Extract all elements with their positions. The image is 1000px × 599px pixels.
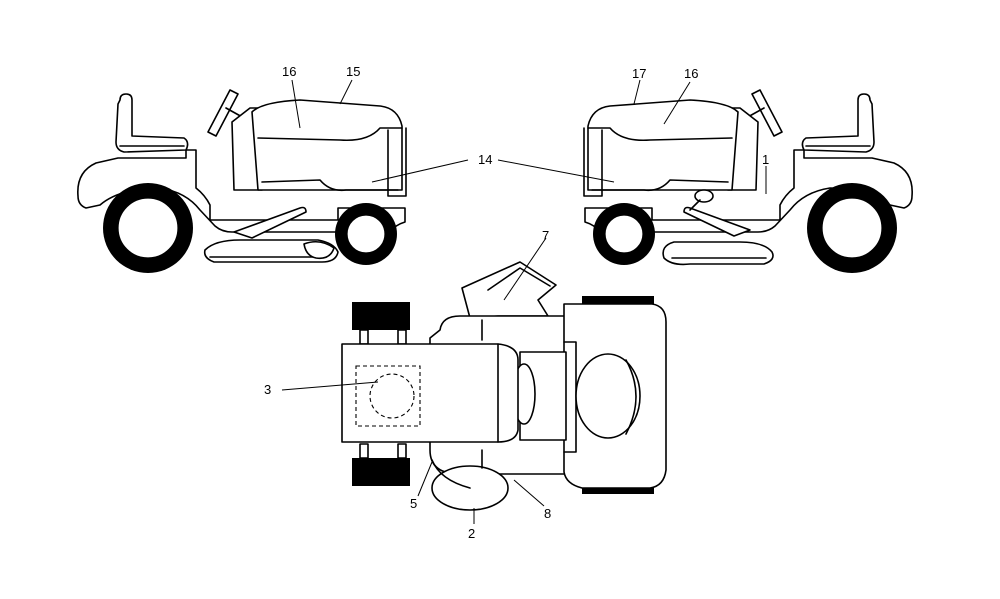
rear-fender-top — [341, 343, 519, 443]
callout-2: 2 — [468, 526, 475, 541]
callout-7: 7 — [542, 228, 549, 243]
tractor-top-view — [341, 261, 667, 511]
tractor-left-side-view — [77, 89, 407, 273]
front-wheel-right — [593, 203, 655, 265]
callout-3: 3 — [264, 382, 271, 397]
leader-lines — [281, 79, 767, 524]
rear-wheel-left — [103, 183, 193, 273]
decal-area-dashed — [355, 365, 421, 427]
callout-17-right: 17 — [632, 66, 646, 81]
callout-labels: 16 15 17 16 14 1 7 3 5 2 8 — [264, 64, 769, 541]
seat-left — [115, 93, 189, 153]
lift-lever-right — [683, 189, 751, 237]
callout-15-left: 15 — [346, 64, 360, 79]
mower-deck-left — [203, 239, 339, 263]
rear-wheel-right — [807, 183, 897, 273]
hood-right — [583, 99, 739, 197]
callout-16-left: 16 — [282, 64, 296, 79]
hood-left — [251, 99, 407, 197]
seat-right — [801, 93, 875, 153]
rear-fender-left — [77, 149, 406, 233]
foot-pedal-left — [233, 206, 307, 239]
tractor-right-side-view — [583, 89, 913, 273]
callout-8: 8 — [544, 506, 551, 521]
front-wheel-left — [335, 203, 397, 265]
callout-1: 1 — [762, 152, 769, 167]
front-tires-top — [582, 296, 654, 494]
mower-deck-right — [662, 241, 774, 266]
callout-14: 14 — [478, 152, 492, 167]
discharge-chute-top — [461, 261, 557, 319]
callout-5: 5 — [410, 496, 417, 511]
callout-16-right: 16 — [684, 66, 698, 81]
